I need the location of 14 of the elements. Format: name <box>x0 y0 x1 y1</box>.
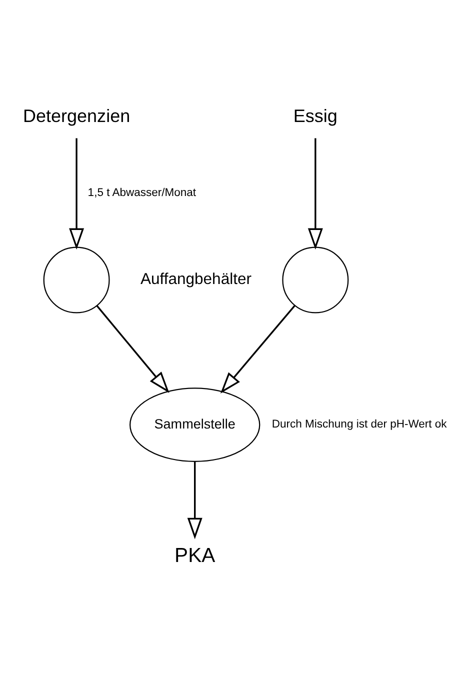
node-circle <box>282 246 349 314</box>
edge-label: 1,5 t Abwasser/Monat <box>88 187 196 200</box>
node-circle <box>43 246 110 314</box>
node-text: PKA <box>174 545 216 568</box>
arrow <box>220 305 296 394</box>
label: Auffangbehälter <box>140 271 252 288</box>
arrow <box>69 138 84 250</box>
node-text: Essig <box>293 106 338 126</box>
node-text: Detergenzien <box>22 106 130 126</box>
arrow <box>308 138 323 250</box>
arrow <box>96 305 170 393</box>
node-ellipse: Sammelstelle <box>130 388 260 462</box>
arrow <box>187 462 202 540</box>
node-label: Durch Mischung ist der pH-Wert ok <box>272 418 447 431</box>
